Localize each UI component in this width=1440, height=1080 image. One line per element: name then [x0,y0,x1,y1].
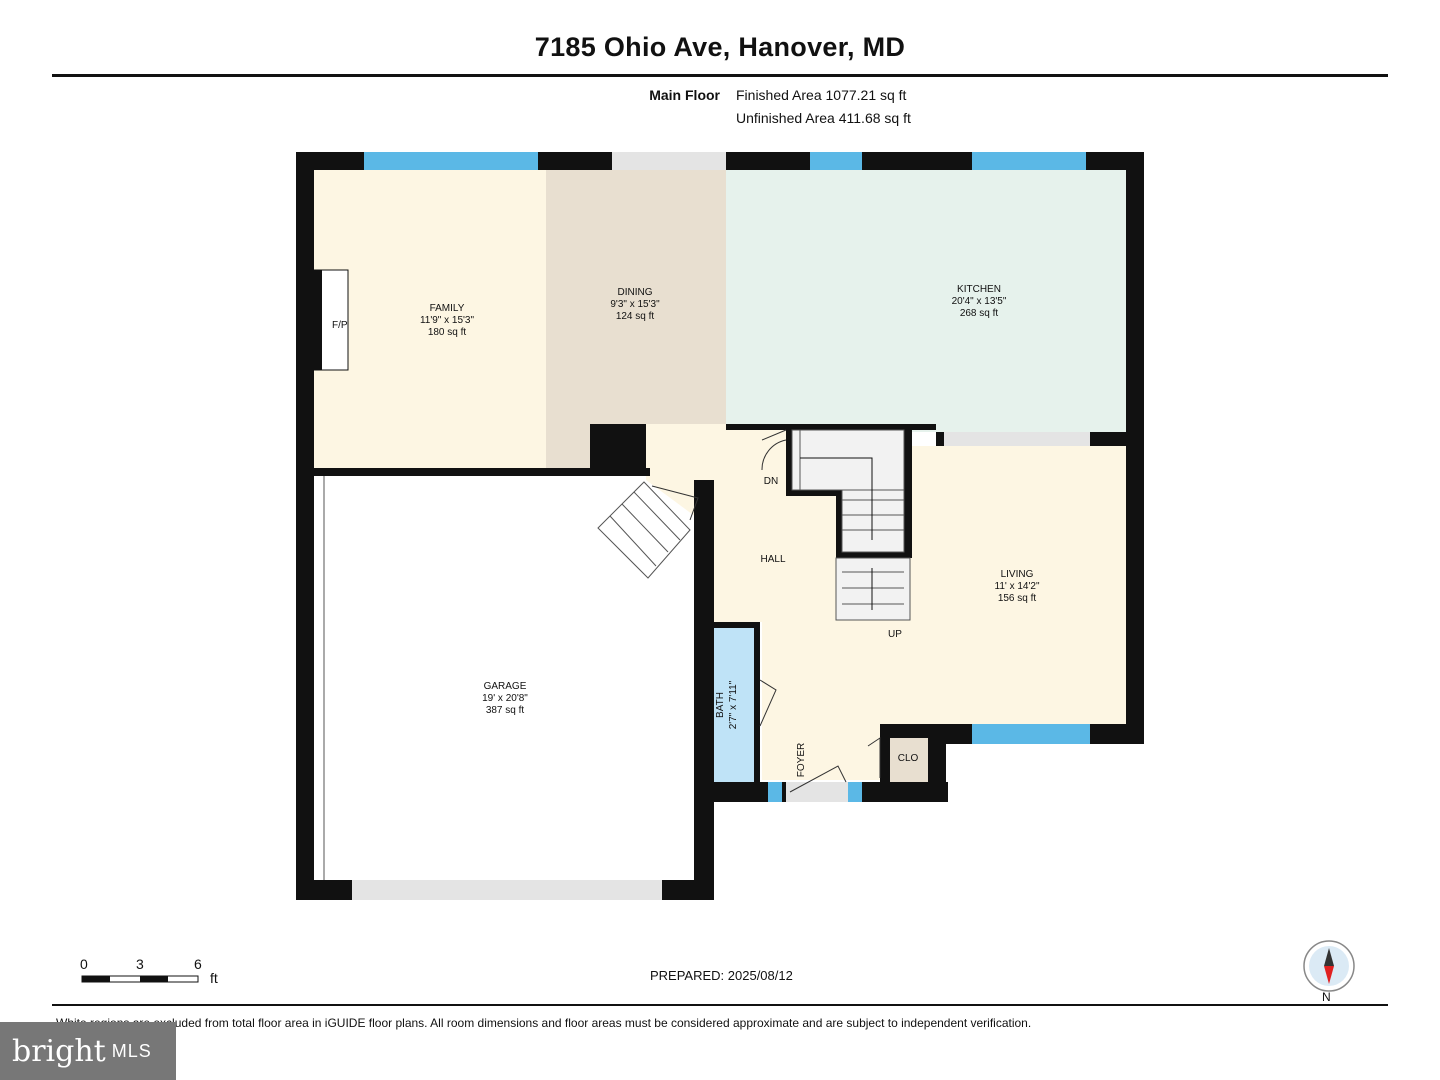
garage-dims: 19' x 20'8" [482,693,528,704]
floor-name: Main Floor [649,87,720,103]
footer-divider [52,1004,1388,1006]
foyer-name: FOYER [796,743,807,777]
kitchen-name: KITCHEN [957,284,1001,295]
scale-bar [81,975,199,983]
dining-dims: 9'3" x 15'3" [610,299,660,310]
stairs-down-label: DN [764,476,778,487]
family-area: 180 sq ft [428,327,467,338]
disclaimer-text: White regions are excluded from total fl… [56,1016,1032,1030]
dining-room [546,170,726,470]
stairs-down [791,429,905,553]
garage-name: GARAGE [484,681,527,692]
living-area: 156 sq ft [998,593,1037,604]
bright-mls-logo: bright MLS [0,1022,176,1080]
family-dims: 11'9" x 15'3" [420,315,475,326]
sliding-openings [352,152,1090,900]
logo-brand: bright [12,1033,106,1069]
kitchen-room [726,170,1126,432]
kitchen-dims: 20'4" x 13'5" [952,296,1007,307]
finished-area: Finished Area 1077.21 sq ft [736,87,907,103]
scale-unit: ft [210,970,218,986]
compass-label: N [1322,990,1331,1004]
bath-dims: 2'7" x 7'11" [728,680,739,729]
bath-name: BATH [715,692,726,718]
fireplace-label: F/P [332,320,348,331]
door-swings [651,429,881,793]
garage-area: 387 sq ft [486,705,525,716]
scale-tick-6: 6 [194,956,202,972]
kitchen-area: 268 sq ft [960,308,999,319]
dining-name: DINING [618,287,653,298]
header-divider [52,74,1388,77]
stairs-up [835,557,911,621]
prepared-date: PREPARED: 2025/08/12 [650,968,793,983]
fireplace-hearth [314,270,322,370]
plan-title: 7185 Ohio Ave, Hanover, MD [534,32,906,62]
family-name: FAMILY [430,303,465,314]
logo-suffix: MLS [111,1040,152,1061]
closet-name: CLO [898,753,919,764]
scale-tick-3: 3 [136,956,144,972]
windows [364,152,1090,802]
stairs-garage [597,481,691,579]
scale-tick-0: 0 [80,956,88,972]
compass-icon [1303,940,1355,992]
closet [888,738,928,782]
living-name: LIVING [1001,569,1034,580]
hall-name: HALL [760,554,785,565]
dining-area: 124 sq ft [616,311,655,322]
unfinished-area: Unfinished Area 411.68 sq ft [736,110,911,126]
living-dims: 11' x 14'2" [995,581,1040,592]
stairs-up-label: UP [888,629,902,640]
family-room [314,170,546,470]
